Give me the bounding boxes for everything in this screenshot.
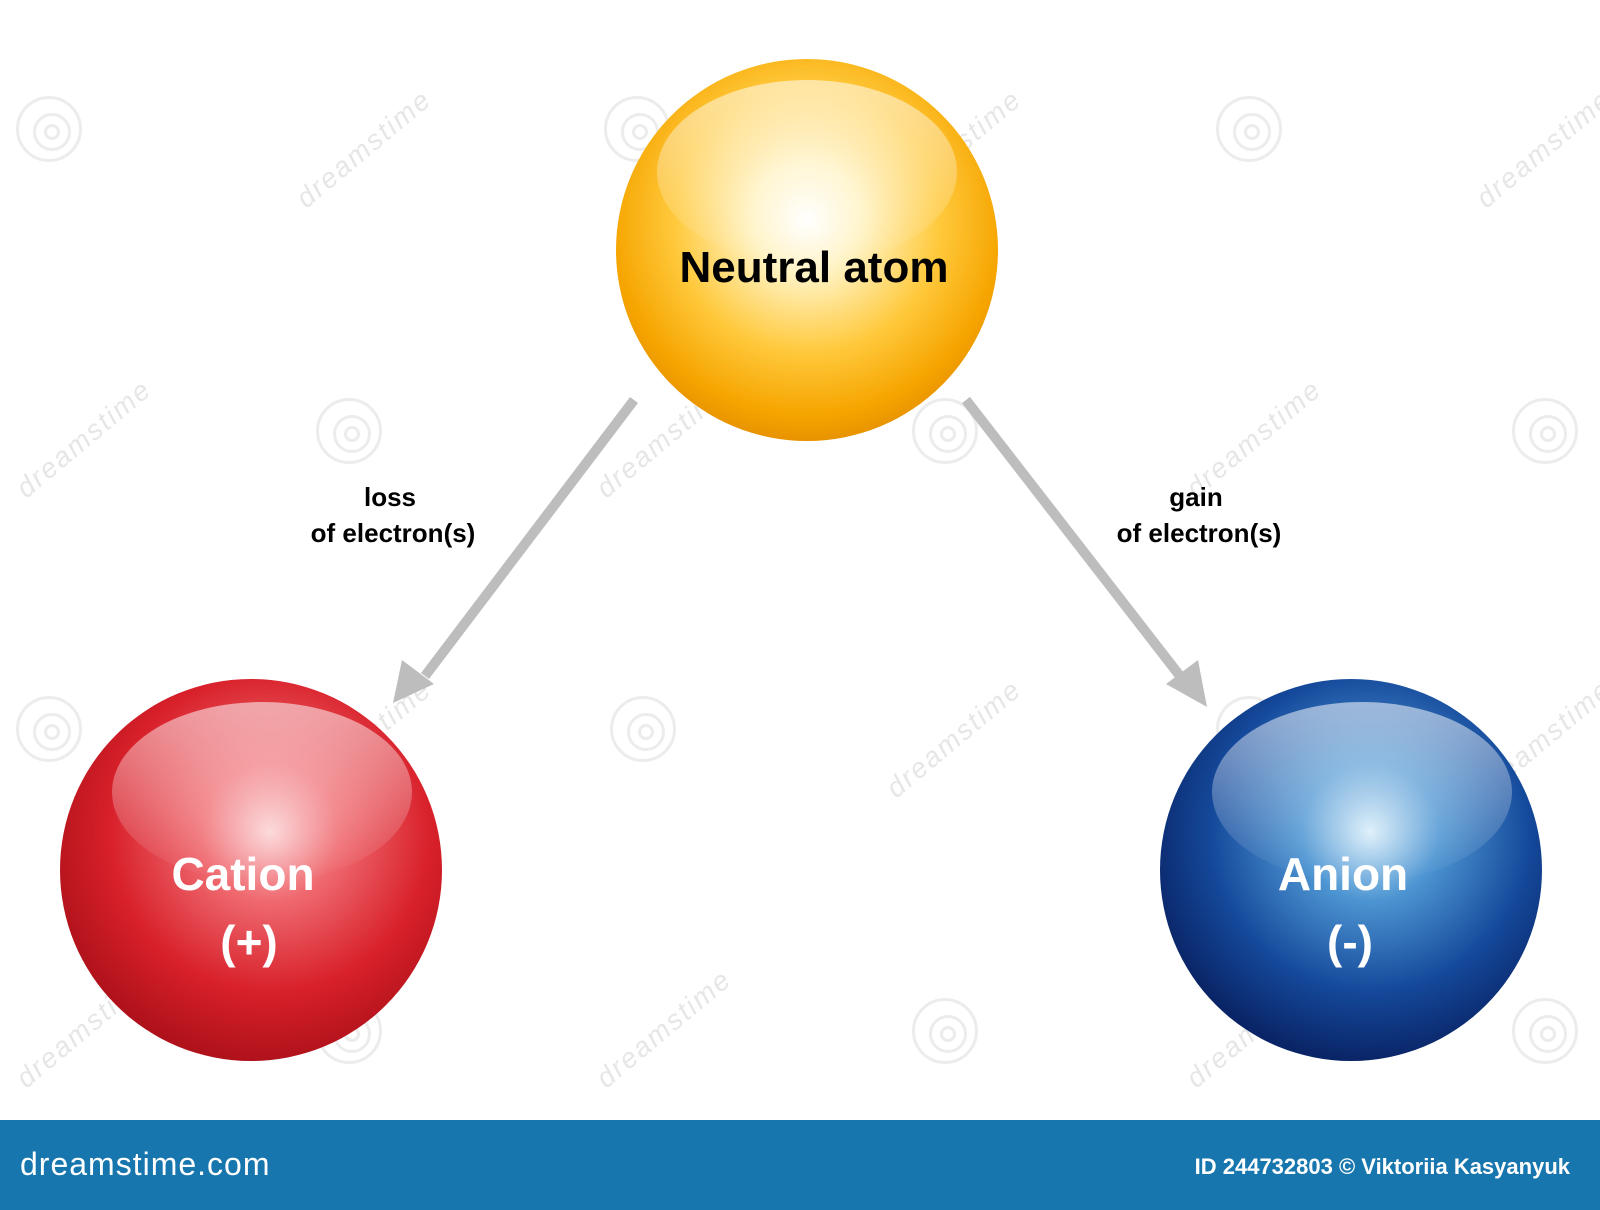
cation-label: Cation [171,848,314,900]
anion-gloss [1212,702,1512,882]
gain-label: gain of electron(s) [1117,482,1282,548]
footer-credit: ID 244732803 © Viktoriia Kasyanyuk [1194,1154,1570,1179]
gain-arrow-shaft [962,396,1184,680]
cation-node: Cation (+) [60,679,442,1061]
anion-charge: (-) [1327,916,1373,968]
cation-gloss [112,702,412,882]
loss-label: loss of electron(s) [311,482,476,548]
loss-arrow [393,396,638,703]
footer-bar: dreamstime.com ID 244732803 © Viktoriia … [0,1120,1600,1210]
gain-label-line2: of electron(s) [1117,518,1282,548]
loss-label-line2: of electron(s) [311,518,476,548]
loss-arrow-shaft [421,396,638,680]
anion-node: Anion (-) [1160,679,1542,1061]
loss-label-line1: loss [364,482,416,512]
footer-brand: dreamstime.com [20,1146,271,1182]
gain-label-line1: gain [1169,482,1222,512]
cation-charge: (+) [220,916,278,968]
loss-arrowhead-icon [393,660,434,703]
ion-formation-diagram: Neutral atom Cation (+) Anion (-) loss o… [60,59,1542,1061]
neutral-atom-gloss [657,80,957,264]
anion-label: Anion [1278,848,1408,900]
neutral-atom-node: Neutral atom [616,59,998,441]
gain-arrow [962,396,1207,707]
gain-arrowhead-icon [1166,660,1207,707]
neutral-atom-label: Neutral atom [680,243,949,292]
